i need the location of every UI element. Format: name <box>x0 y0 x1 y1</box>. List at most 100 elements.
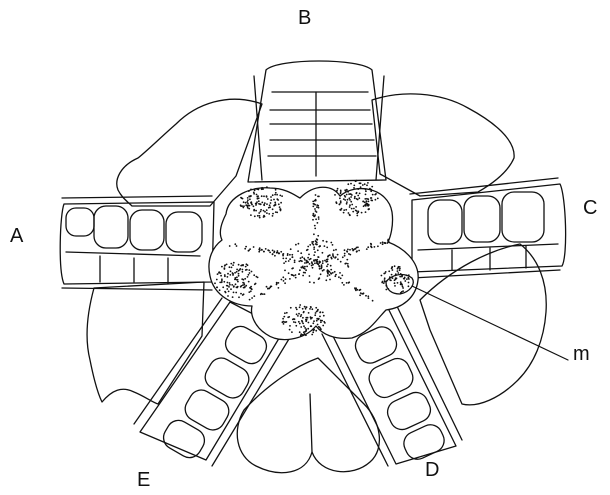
arm-a-ossicle-3 <box>130 210 164 250</box>
stipple-dot <box>300 315 302 317</box>
stipple-dot <box>380 242 382 244</box>
stipple-dot <box>315 241 317 243</box>
stipple-dot <box>316 320 318 322</box>
stipple-dot <box>318 196 320 198</box>
stipple-dot <box>240 265 242 267</box>
stipple-dot <box>349 199 351 201</box>
stipple-dot <box>311 334 313 336</box>
stipple-dot <box>401 275 403 277</box>
stipple-dot <box>358 211 360 213</box>
stipple-dot <box>297 315 299 317</box>
stipple-dot <box>304 333 306 335</box>
stipple-dot <box>238 275 240 277</box>
stipple-dot <box>235 283 237 285</box>
stipple-dot <box>295 307 297 309</box>
stipple-dot <box>313 282 315 284</box>
stipple-dot <box>255 283 257 285</box>
stipple-dot <box>298 260 300 262</box>
stipple-dot <box>315 210 317 212</box>
stipple-dot <box>257 198 259 200</box>
stipple-dot <box>335 274 337 276</box>
stipple-dot <box>240 204 242 206</box>
arm-e-rail-inner <box>212 334 292 466</box>
stipple-dot <box>343 212 345 214</box>
stipple-dot <box>392 277 394 279</box>
stipple-dot <box>248 291 250 293</box>
stipple-dot <box>224 291 226 293</box>
stipple-dot <box>337 188 339 190</box>
stipple-dot <box>286 312 288 314</box>
stipple-dot <box>224 267 226 269</box>
stipple-dot <box>266 203 268 205</box>
arm-a-ossicle-2 <box>94 206 128 248</box>
stipple-dot <box>321 320 323 322</box>
stipple-dot <box>299 306 301 308</box>
stipple-dot <box>282 276 284 278</box>
stipple-dot <box>388 241 390 243</box>
stipple-dot <box>217 273 219 275</box>
stipple-dot <box>273 199 275 201</box>
arm-a-ossicle-1 <box>66 208 94 236</box>
stipple-dot <box>266 212 268 214</box>
stipple-dot <box>283 262 285 264</box>
stipple-dot <box>275 203 277 205</box>
stipple-dot <box>229 245 231 247</box>
stipple-dot <box>266 195 268 197</box>
stipple-dot <box>229 282 231 284</box>
stipple-dot <box>332 253 334 255</box>
stipple-dot <box>315 194 317 196</box>
stipple-dot <box>336 190 338 192</box>
stipple-dot <box>294 260 296 262</box>
stipple-dot <box>367 182 369 184</box>
stipple-dot <box>341 282 343 284</box>
stipple-dot <box>375 199 377 201</box>
stipple-dot <box>216 279 218 281</box>
stipple-dot <box>346 250 348 252</box>
stipple-dot <box>327 261 329 263</box>
stipple-dot <box>349 254 351 256</box>
arm-d-rail-inner <box>322 334 388 466</box>
stipple-dot <box>384 279 386 281</box>
stipple-dot <box>338 276 340 278</box>
stipple-dot <box>259 217 261 219</box>
stipple-dot <box>351 204 353 206</box>
stipple-dot <box>276 282 278 284</box>
stipple-dot <box>391 266 393 268</box>
stipple-dot <box>347 265 349 267</box>
stipple-dot <box>270 196 272 198</box>
stipple-dot <box>346 282 348 284</box>
stipple-dot <box>245 285 247 287</box>
stipple-dot <box>280 202 282 204</box>
stipple-dot <box>389 276 391 278</box>
stipple-dot <box>360 186 362 188</box>
stipple-dot <box>295 322 297 324</box>
stipple-dot <box>263 215 265 217</box>
stipple-dot <box>359 193 361 195</box>
stipple-dot <box>236 276 238 278</box>
arm-a-outline <box>60 202 214 284</box>
stipple-dot <box>264 211 266 213</box>
stipple-dot <box>232 264 234 266</box>
stipple-dot <box>307 249 309 251</box>
stipple-dot <box>348 281 350 283</box>
stipple-dot <box>371 247 373 249</box>
stipple-dot <box>327 275 329 277</box>
stipple-dot <box>352 211 354 213</box>
stipple-dot <box>268 213 270 215</box>
stipple-dot <box>299 331 301 333</box>
interradial-plate-right <box>420 244 546 405</box>
stipple-dot <box>324 245 326 247</box>
stipple-dot <box>337 254 339 256</box>
stipple-dot <box>302 317 304 319</box>
stipple-dot <box>323 321 325 323</box>
stipple-dot <box>362 201 364 203</box>
stipple-dot <box>366 200 368 202</box>
stipple-dot <box>404 277 406 279</box>
stipple-dot <box>298 243 300 245</box>
stipple-dot <box>312 206 314 208</box>
stipple-dot <box>266 286 268 288</box>
stipple-dot <box>311 241 313 243</box>
stipple-dot <box>349 193 351 195</box>
stipple-dot <box>294 318 296 320</box>
stipple-dot <box>219 289 221 291</box>
